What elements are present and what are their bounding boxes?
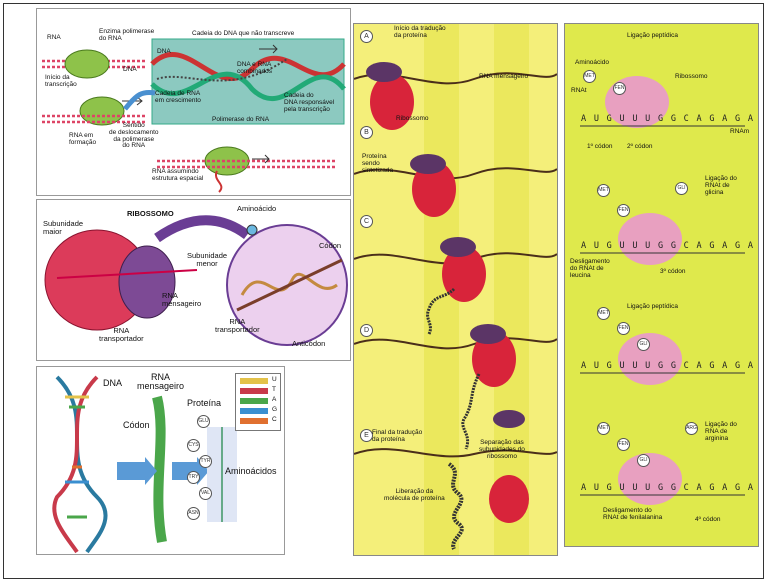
label-rna-espacial: RNA assumindo estrutura espacial [152,169,203,183]
amino-cys: CYS [187,439,200,452]
label-rna-m: RNA mensageiro [479,74,528,81]
label-enzima: Enzima polimerase do RNA [99,29,154,43]
label-codon2: 2º códon [627,144,653,151]
amino-gli-2: GLI [637,338,650,351]
label-rna-t2: RNA transportador [215,318,260,334]
amino-gli-1: GLI [675,182,688,195]
amino-arg: ARG [685,422,698,435]
amino-gli-3: GLI [637,454,650,467]
sequence-2: A U G U U U G G C A G A G A A C C U G [581,241,759,251]
sequence-1: A U G U U U G G C A G A G A A C C U G [581,114,759,124]
label-rna-m: RNA mensageiro [162,292,201,308]
label-dna: DNA [157,49,171,56]
label-codon: Códon [123,421,150,430]
label-deslig2: Desligamento do RNAt de fenilalanina [603,508,662,522]
legend-box: U T A G C [235,373,281,431]
label-sub-menor: Subunidade menor [187,252,227,268]
label-anticodon: Anticódon [292,340,325,348]
legend-t: T [272,387,276,394]
label-ribossomo: Ribossomo [675,74,708,81]
transcription-panel: RNA Enzima polimerase do RNA Início da t… [36,8,351,196]
label-cadeia-nao: Cadeia do DNA que não transcreve [192,31,294,38]
step-a: A [360,30,373,43]
peptide-illustration [565,24,758,546]
ribosome-illustration [37,200,350,360]
amino-tyr: TYR [199,455,212,468]
label-rnat: RNAt [571,88,587,95]
label-ligacao2: Ligação peptídica [627,304,678,311]
label-separacao: Separação das subunidades do ribossomo [479,440,525,460]
legend-c: C [272,417,277,424]
label-inicio: Início da tradução da proteína [394,26,446,40]
amino-asn: ASN [187,507,200,520]
label-aminoacido: Aminoácido [237,205,276,213]
legend-g: G [272,407,277,414]
label-cadeia-rna: Cadeia de RNA em crescimento [155,91,201,105]
label-sub-maior: Subunidade maior [43,220,83,236]
label-ligacao1: Ligação peptídica [627,33,678,40]
amino-fen-3: FEN [617,322,630,335]
step-c: C [360,215,373,228]
label-dna-small: DNA [123,67,137,74]
label-rna-formacao: RNA em formação [69,133,96,147]
legend-a: A [272,397,276,404]
label-proteina: Proteína [187,399,221,408]
label-inicio: Início da transcrição [45,75,77,89]
sequence-4: A U G U U U G G C A G A G A A C C U G [581,483,759,493]
label-rna: RNA [47,35,61,42]
label-cadeia-resp: Cadeia do DNA responsável pela transcriç… [284,93,334,113]
amino-val: VAL [199,487,212,500]
amino-met-3: MET [597,307,610,320]
legend-u: U [272,377,277,384]
label-rna-m: RNA mensageiro [137,373,184,392]
label-deslig1: Desligamento do RNAt de leucina [570,259,610,279]
ribosome-panel: RIBOSSOMO Subunidade maior Subunidade me… [36,199,351,361]
peptide-panel: Ligação peptídica Aminoácido RNAt Riboss… [564,23,759,547]
label-lig-rnat: Ligação do RNAt de glicina [705,176,737,196]
label-aminoacidos: Aminoácidos [225,467,277,476]
dna-protein-panel: DNA RNA mensageiro Proteína Códon Aminoá… [36,366,285,555]
amino-fen-1: FEN [613,82,626,95]
label-codon3: 3º códon [660,269,686,276]
amino-fen-4: FEN [617,438,630,451]
label-proteina: Proteína sendo sintetizada [362,154,393,174]
label-dna-rna: DNA e RNA combinados [237,62,272,76]
sequence-3: A U G U U U G G C A G A G A A C C U G [581,361,759,371]
amino-fen-2: FEN [617,204,630,217]
page-frame: RNA Enzima polimerase do RNA Início da t… [3,3,764,579]
amino-met-2: MET [597,184,610,197]
label-rna-t: RNA transportador [99,327,144,343]
label-final: Final da tradução da proteína [372,430,422,444]
translation-panel: A B C D E Início da tradução da proteína… [353,23,558,556]
label-lig-arg: Ligação do RNA de arginina [705,422,737,442]
label-aminoacido: Aminoácido [575,60,609,67]
label-rnam: RNAm [730,129,749,136]
step-b: B [360,126,373,139]
label-codon4: 4º códon [695,517,721,524]
label-ribossomo: Ribossomo [396,116,429,123]
step-d: D [360,324,373,337]
label-dna: DNA [103,379,122,388]
amino-met-1: MET [583,70,596,83]
amino-met-4: MET [597,422,610,435]
label-ribossomo: RIBOSSOMO [127,210,174,218]
translation-illustration [354,24,557,555]
label-liberacao: Liberação da molécula de proteína [384,489,445,503]
label-codon1: 1º códon [587,144,613,151]
amino-glu: GLU [197,415,210,428]
label-polimerase: Polimerase do RNA [212,117,269,124]
amino-try: TRY [187,471,200,484]
label-codon: Códon [319,242,341,250]
label-sentido: Sentido de deslocamento da polimerase do… [109,123,159,150]
